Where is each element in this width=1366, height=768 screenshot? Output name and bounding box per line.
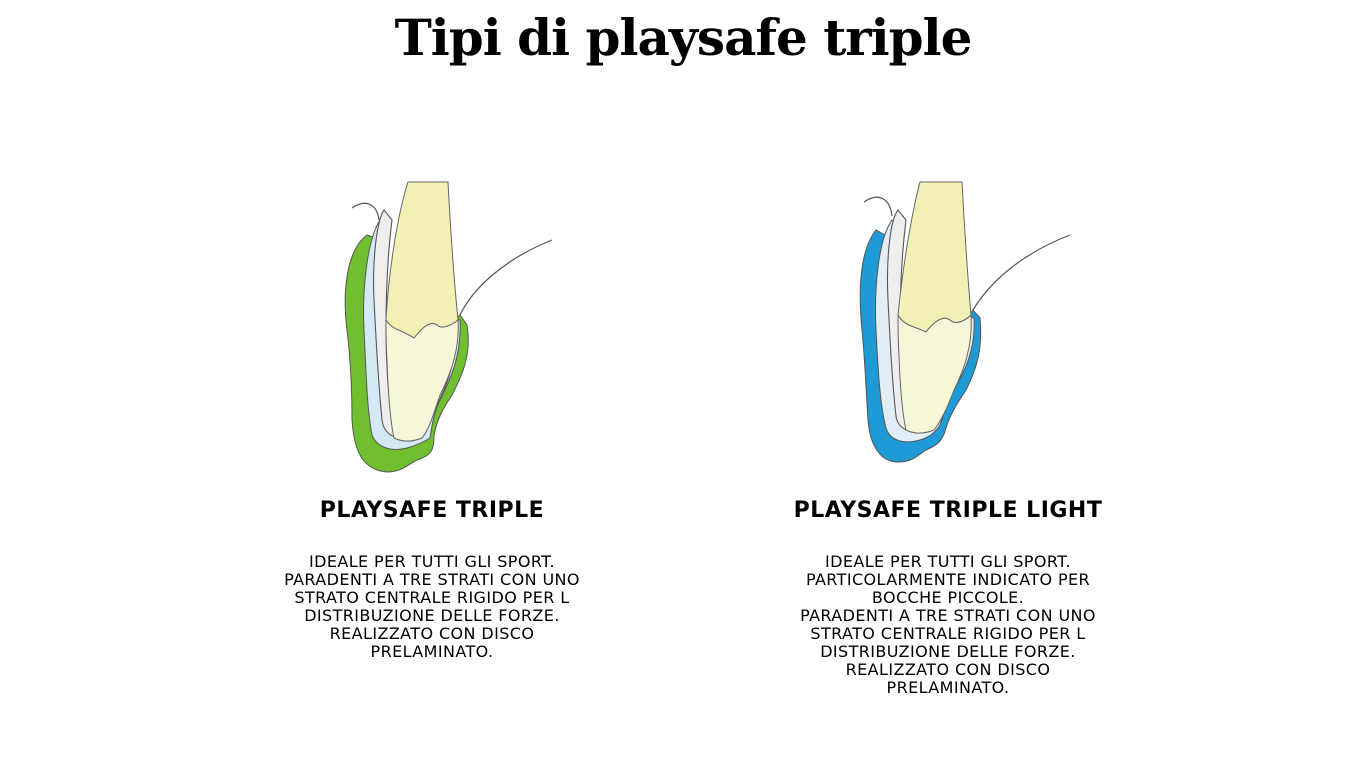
card-description: IDEALE PER TUTTI GLI SPORT. PARADENTI A … [252, 553, 612, 661]
description-line: REALIZZATO CON DISCO [845, 660, 1051, 679]
description-line: DISTRIBUZIONE DELLE FORZE. [820, 642, 1076, 661]
description-line: PARADENTI A TRE STRATI CON UNO [284, 570, 580, 589]
description-line: IDEALE PER TUTTI GLI SPORT. [309, 552, 555, 571]
page-title: Tipi di playsafe triple [394, 8, 973, 67]
card-description: IDEALE PER TUTTI GLI SPORT. PARTICOLARME… [768, 553, 1128, 697]
description-line: REALIZZATO CON DISCO [329, 624, 535, 643]
mouthguard-tooth-cross-section-icon [344, 181, 553, 473]
card-title: PLAYSAFE TRIPLE [319, 498, 545, 523]
description-line: PRELAMINATO. [370, 642, 494, 661]
description-line: PRELAMINATO. [886, 678, 1010, 697]
description-line: STRATO CENTRALE RIGIDO PER L [810, 624, 1086, 643]
product-card-playsafe-triple: PLAYSAFE TRIPLE IDEALE PER TUTTI GLI SPO… [252, 180, 612, 720]
description-line: PARTICOLARMENTE INDICATO PER [805, 570, 1091, 589]
description-line: STRATO CENTRALE RIGIDO PER L [294, 588, 570, 607]
description-line: BOCCHE PICCOLE. [871, 588, 1025, 607]
product-card-playsafe-triple-light: PLAYSAFE TRIPLE LIGHT IDEALE PER TUTTI G… [768, 180, 1128, 720]
description-line: PARADENTI A TRE STRATI CON UNO [800, 606, 1096, 625]
card-title: PLAYSAFE TRIPLE LIGHT [793, 498, 1103, 523]
description-line: DISTRIBUZIONE DELLE FORZE. [304, 606, 560, 625]
mouthguard-tooth-cross-section-icon [859, 181, 1071, 463]
description-line: IDEALE PER TUTTI GLI SPORT. [825, 552, 1071, 571]
